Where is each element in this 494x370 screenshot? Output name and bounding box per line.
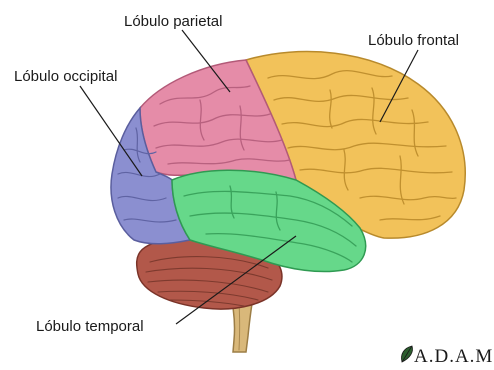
temporal-label: Lóbulo temporal: [36, 318, 144, 335]
logo-text: A.D.A.M.: [414, 346, 494, 367]
parietal-label: Lóbulo parietal: [124, 13, 222, 30]
leaf-icon: [401, 346, 412, 362]
frontal-label: Lóbulo frontal: [368, 32, 459, 49]
occipital-label: Lóbulo occipital: [14, 68, 117, 85]
adam-logo: A.D.A.M.: [401, 346, 494, 367]
